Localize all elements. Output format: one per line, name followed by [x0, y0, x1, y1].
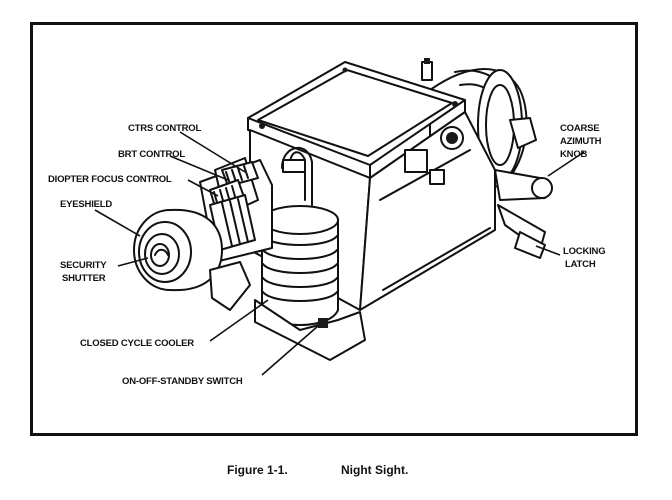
label-locking-latch-line1: LOCKING [563, 246, 605, 257]
label-locking-latch-line2: LATCH [565, 259, 596, 270]
figure-number: Figure 1-1. [227, 463, 288, 477]
label-diopter-focus-control: DIOPTER FOCUS CONTROL [48, 174, 172, 185]
label-on-off-standby-switch: ON-OFF-STANDBY SWITCH [122, 376, 243, 387]
label-ctrs-control: CTRS CONTROL [128, 123, 201, 134]
night-sight-diagram: CTRS CONTROL BRT CONTROL DIOPTER FOCUS C… [48, 58, 606, 387]
label-coarse-azimuth-knob-line2: AZIMUTH [560, 136, 602, 147]
figure-frame: CTRS CONTROL BRT CONTROL DIOPTER FOCUS C… [30, 22, 638, 436]
label-coarse-azimuth-knob-line1: COARSE [560, 123, 599, 134]
label-security-shutter-line2: SHUTTER [62, 273, 106, 284]
label-security-shutter-line1: SECURITY [60, 260, 107, 271]
figure-title: Night Sight. [341, 463, 409, 477]
label-eyeshield: EYESHIELD [60, 199, 112, 210]
night-sight-drawing [133, 58, 553, 361]
leader-lines [94, 131, 585, 376]
label-closed-cycle-cooler: CLOSED CYCLE COOLER [80, 338, 194, 349]
label-coarse-azimuth-knob-line3: KNOB [560, 149, 588, 160]
label-brt-control: BRT CONTROL [118, 149, 185, 160]
